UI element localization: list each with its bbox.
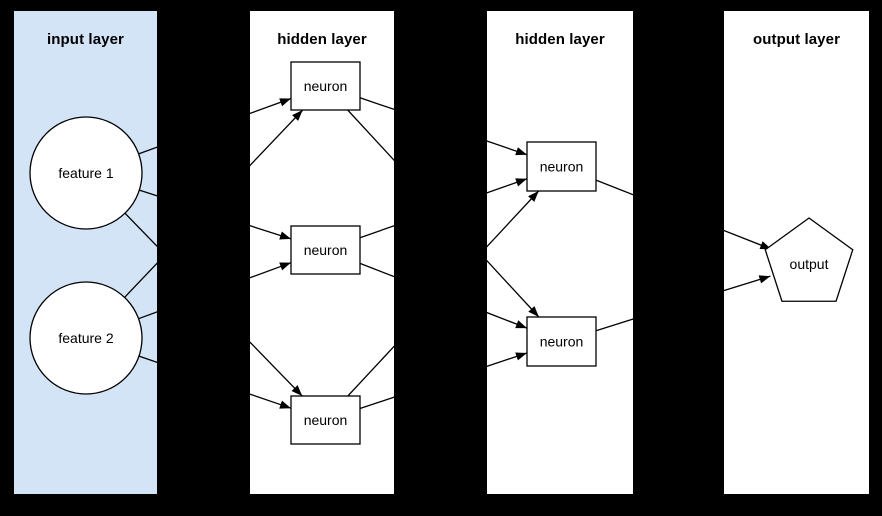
connection-hidden-2-neuron-2-to-output-node bbox=[724, 275, 771, 292]
node-label-hidden-1-neuron-1: neuron bbox=[304, 78, 348, 94]
node-label-hidden-2-neuron-1: neuron bbox=[540, 159, 584, 175]
node-output-node[interactable] bbox=[764, 217, 854, 302]
connection-hidden-1-neuron-2-to-hidden-2-neuron-1 bbox=[487, 178, 528, 194]
node-feature-1[interactable] bbox=[29, 116, 143, 230]
connection-hidden-1-neuron-2-to-hidden-2-neuron-2 bbox=[487, 311, 528, 329]
connection-hidden-2-neuron-1-to-output-node bbox=[724, 229, 772, 250]
arrowhead-feature-1-to-hidden-1-neuron-2 bbox=[279, 231, 291, 240]
arrowhead-feature-1-to-hidden-1-neuron-1 bbox=[279, 98, 291, 107]
connection-hidden-1-neuron-2-to-hidden-2-neuron-1 bbox=[359, 225, 394, 239]
arrowhead-hidden-1-neuron-1-to-hidden-2-neuron-2 bbox=[528, 306, 539, 317]
arrowhead-feature-1-to-hidden-1-neuron-3 bbox=[291, 385, 303, 396]
node-label-hidden-1-neuron-2: neuron bbox=[304, 242, 348, 258]
node-hidden-1-neuron-1[interactable] bbox=[290, 61, 361, 111]
connection-hidden-1-neuron-1-to-hidden-2-neuron-2 bbox=[347, 109, 394, 162]
connection-hidden-1-neuron-2-to-hidden-2-neuron-2 bbox=[359, 262, 394, 278]
connection-feature-2-to-hidden-1-neuron-3 bbox=[250, 393, 292, 409]
node-label-feature-1: feature 1 bbox=[58, 165, 113, 181]
connection-feature-2-to-hidden-1-neuron-2 bbox=[250, 262, 292, 279]
connection-hidden-1-neuron-1-to-hidden-2-neuron-2 bbox=[487, 259, 540, 318]
arrowhead-hidden-1-neuron-3-to-hidden-2-neuron-2 bbox=[515, 352, 527, 361]
node-hidden-2-neuron-1[interactable] bbox=[526, 141, 597, 192]
connection-feature-1-to-hidden-1-neuron-1 bbox=[138, 146, 157, 155]
connection-hidden-2-neuron-1-to-output-node bbox=[595, 179, 633, 196]
node-hidden-2-neuron-2[interactable] bbox=[526, 316, 597, 367]
node-label-hidden-2-neuron-2: neuron bbox=[540, 334, 584, 350]
arrowhead-hidden-1-neuron-3-to-hidden-2-neuron-1 bbox=[528, 191, 539, 202]
connection-hidden-1-neuron-3-to-hidden-2-neuron-2 bbox=[487, 352, 528, 367]
connection-hidden-1-neuron-3-to-hidden-2-neuron-1 bbox=[487, 190, 540, 248]
layer-connections-hidden-layer-1: neuron neuron neuron bbox=[250, 61, 394, 445]
node-hidden-1-neuron-2[interactable] bbox=[290, 225, 361, 275]
connection-hidden-2-neuron-2-to-output-node bbox=[595, 318, 633, 332]
layer-connections-output-layer: output bbox=[724, 217, 854, 302]
node-label-hidden-1-neuron-3: neuron bbox=[304, 412, 348, 428]
connection-feature-1-to-hidden-1-neuron-3 bbox=[250, 341, 303, 397]
arrowhead-hidden-1-neuron-2-to-hidden-2-neuron-2 bbox=[515, 320, 527, 329]
connection-feature-1-to-hidden-1-neuron-2 bbox=[250, 225, 292, 240]
arrowhead-hidden-2-neuron-2-to-output-node bbox=[758, 275, 771, 284]
node-label-feature-2: feature 2 bbox=[58, 330, 113, 346]
connection-feature-1-to-hidden-1-neuron-3 bbox=[124, 212, 157, 248]
node-feature-2[interactable] bbox=[29, 281, 143, 395]
connection-feature-1-to-hidden-1-neuron-1 bbox=[250, 97, 292, 115]
connection-feature-2-to-hidden-1-neuron-3 bbox=[138, 355, 157, 363]
connection-feature-2-to-hidden-1-neuron-1 bbox=[124, 262, 157, 298]
layer-connections-input-layer: feature 1 feature 2 bbox=[29, 116, 157, 395]
arrowhead-hidden-1-neuron-2-to-hidden-2-neuron-1 bbox=[515, 178, 527, 187]
node-label-output-node: output bbox=[790, 256, 829, 272]
connection-hidden-1-neuron-1-to-hidden-2-neuron-1 bbox=[359, 97, 394, 111]
layer-connections-hidden-layer-2: neuron neuron bbox=[487, 140, 633, 367]
connection-hidden-1-neuron-3-to-hidden-2-neuron-2 bbox=[359, 396, 394, 410]
arrowhead-feature-2-to-hidden-1-neuron-2 bbox=[279, 262, 291, 271]
connection-hidden-1-neuron-1-to-hidden-2-neuron-1 bbox=[487, 140, 528, 156]
connection-hidden-1-neuron-3-to-hidden-2-neuron-1 bbox=[347, 345, 394, 397]
node-hidden-1-neuron-3[interactable] bbox=[290, 395, 361, 445]
arrowhead-feature-2-to-hidden-1-neuron-3 bbox=[279, 400, 291, 409]
connection-feature-2-to-hidden-1-neuron-1 bbox=[250, 109, 304, 167]
arrowhead-hidden-1-neuron-1-to-hidden-2-neuron-1 bbox=[515, 147, 527, 156]
connection-feature-2-to-hidden-1-neuron-2 bbox=[138, 311, 157, 320]
arrowhead-feature-2-to-hidden-1-neuron-1 bbox=[292, 110, 303, 121]
